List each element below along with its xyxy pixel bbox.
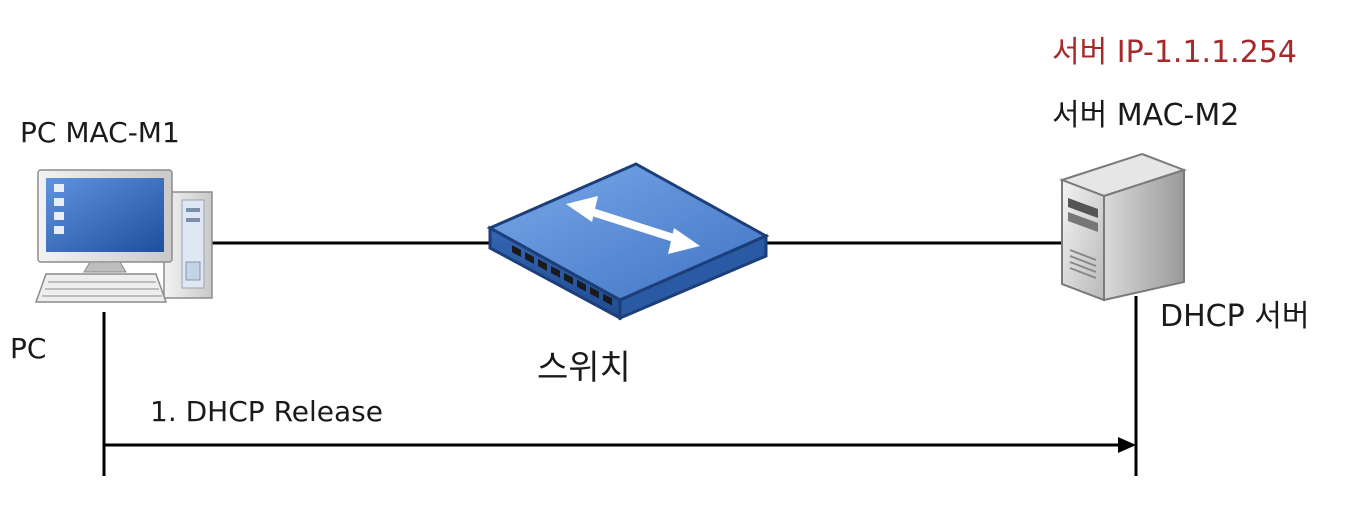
desktop-pc-icon bbox=[34, 169, 213, 303]
server-ip-label: 서버 IP-1.1.1.254 bbox=[1052, 35, 1297, 70]
dhcp-release-label: 1. DHCP Release bbox=[150, 395, 383, 428]
network-switch-icon bbox=[486, 162, 770, 321]
server-mac-label: 서버 MAC-M2 bbox=[1052, 98, 1240, 133]
pc-mac-label: PC MAC-M1 bbox=[20, 116, 180, 149]
bidirectional-arrow-icon bbox=[566, 196, 700, 254]
tower-server-icon bbox=[1058, 152, 1188, 302]
arrowhead bbox=[1118, 437, 1136, 453]
switch-label: 스위치 bbox=[537, 348, 631, 388]
pc-name-label: PC bbox=[10, 332, 47, 365]
dhcp-server-label: DHCP 서버 bbox=[1160, 299, 1310, 334]
